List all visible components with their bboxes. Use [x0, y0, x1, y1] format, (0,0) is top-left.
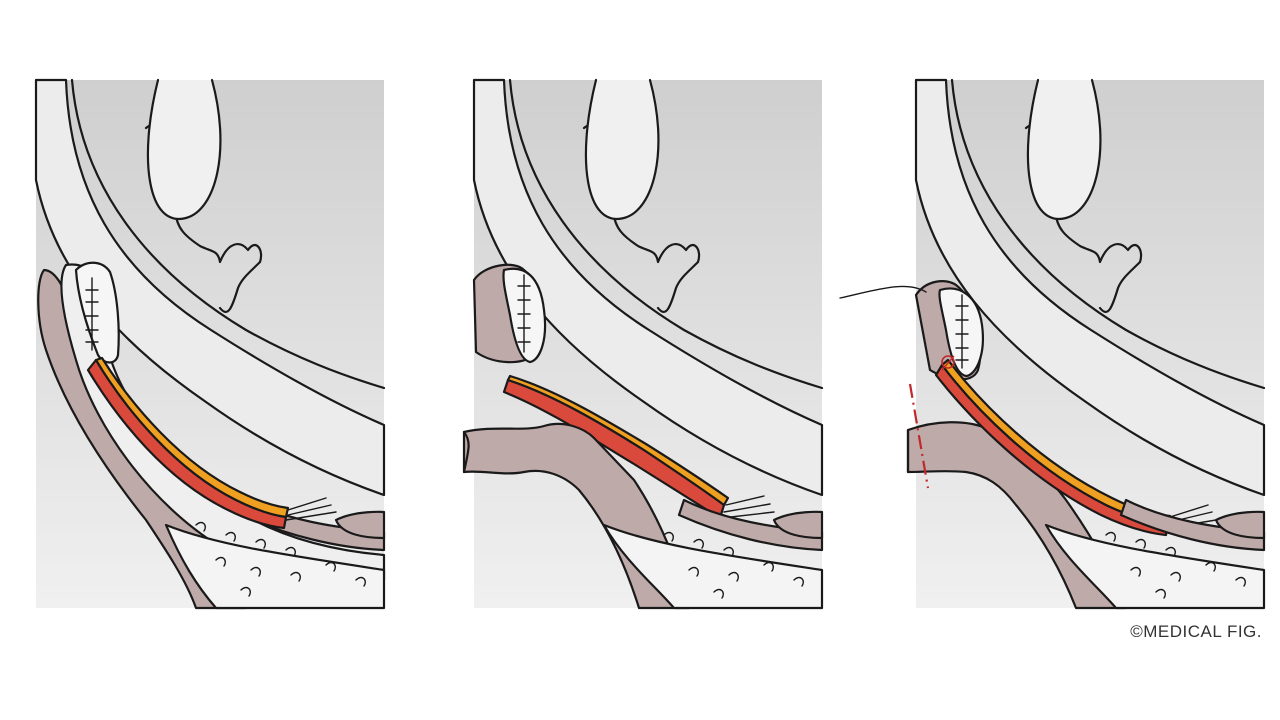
panel-reattached [839, 78, 1266, 610]
panel-intact [34, 78, 386, 610]
copyright-credit: ©MEDICAL FIG. [1130, 622, 1262, 641]
cut-line [908, 383, 930, 489]
panel-resected [462, 78, 824, 610]
